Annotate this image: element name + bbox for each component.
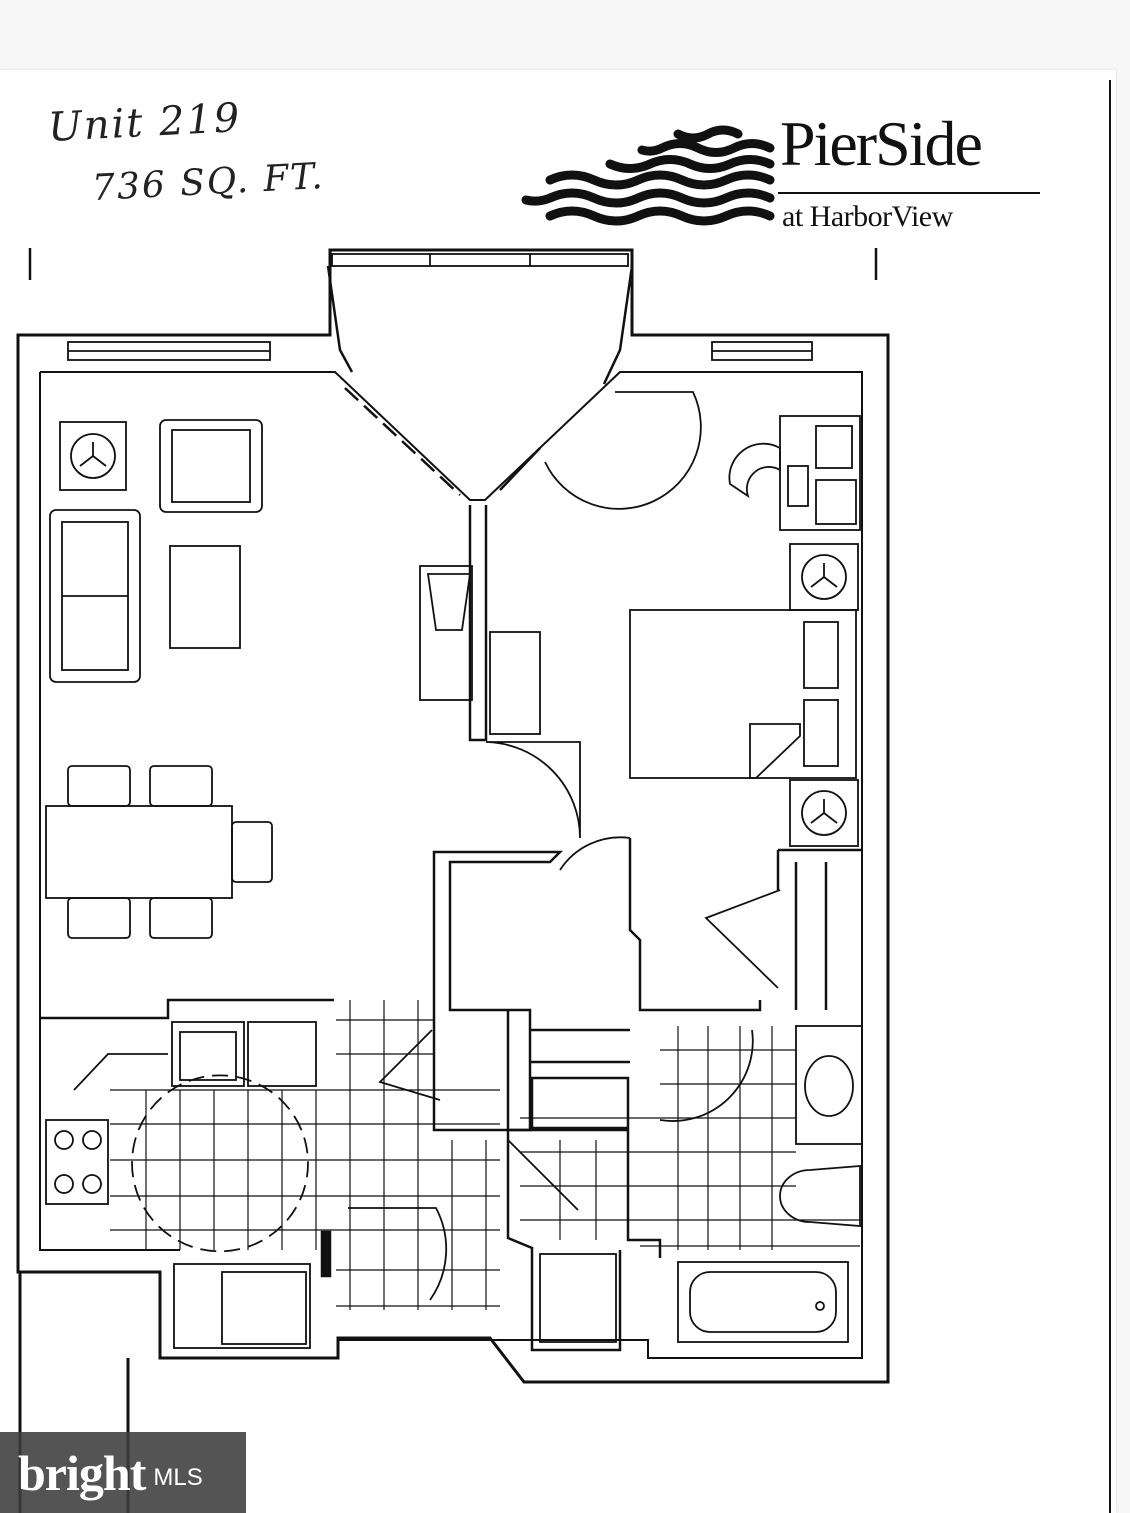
bathroom — [539, 1025, 863, 1343]
vanity — [795, 1025, 863, 1145]
logo-subtitle: at HarborView — [782, 200, 953, 233]
pierside-logo: PierSide at HarborView — [508, 112, 1048, 242]
bed — [629, 609, 857, 779]
door-balcony — [544, 391, 702, 510]
stove — [45, 1119, 109, 1205]
windows — [67, 253, 813, 361]
lamp-table-1 — [59, 421, 127, 491]
linen-closet — [539, 1253, 617, 1343]
window-bay — [331, 253, 629, 267]
waves-icon — [521, 125, 775, 226]
kitchen-sink — [171, 1021, 245, 1087]
watermark-suffix: MLS — [153, 1463, 203, 1491]
armchair — [159, 419, 263, 513]
logo-name: PierSide — [780, 108, 983, 179]
living-furniture — [49, 419, 541, 735]
bedroom-furniture — [629, 415, 861, 847]
electric-panel — [320, 1230, 332, 1278]
bay-walls — [326, 265, 634, 742]
bathtub — [677, 1261, 849, 1343]
exterior-walls — [16, 248, 890, 1513]
logo-rule — [778, 192, 1040, 194]
toilet — [779, 1165, 861, 1227]
watermark-brand: bright — [18, 1444, 146, 1501]
nightstand-2 — [789, 779, 859, 847]
sofa — [49, 509, 141, 683]
doors — [348, 391, 781, 1301]
door-entry — [348, 1207, 448, 1301]
kitchen — [45, 1021, 317, 1349]
floor-tiles — [110, 1000, 860, 1310]
desk — [779, 415, 861, 531]
door-laundry — [378, 1029, 441, 1101]
door-hall — [507, 1139, 579, 1211]
fridge — [173, 1263, 311, 1349]
door-closet — [559, 836, 631, 871]
tv-stand — [419, 565, 473, 701]
brightmls-watermark: bright MLS — [0, 1432, 246, 1513]
interior-walls — [40, 838, 862, 1352]
coffee-table — [169, 545, 241, 649]
door-bath-main — [659, 1029, 754, 1122]
dining-table — [45, 805, 233, 899]
dining-set — [45, 765, 273, 939]
door-bedroom — [485, 741, 581, 839]
dresser — [489, 631, 541, 735]
door-bath — [704, 889, 781, 989]
floor-plan-sheet — [0, 70, 1116, 1513]
